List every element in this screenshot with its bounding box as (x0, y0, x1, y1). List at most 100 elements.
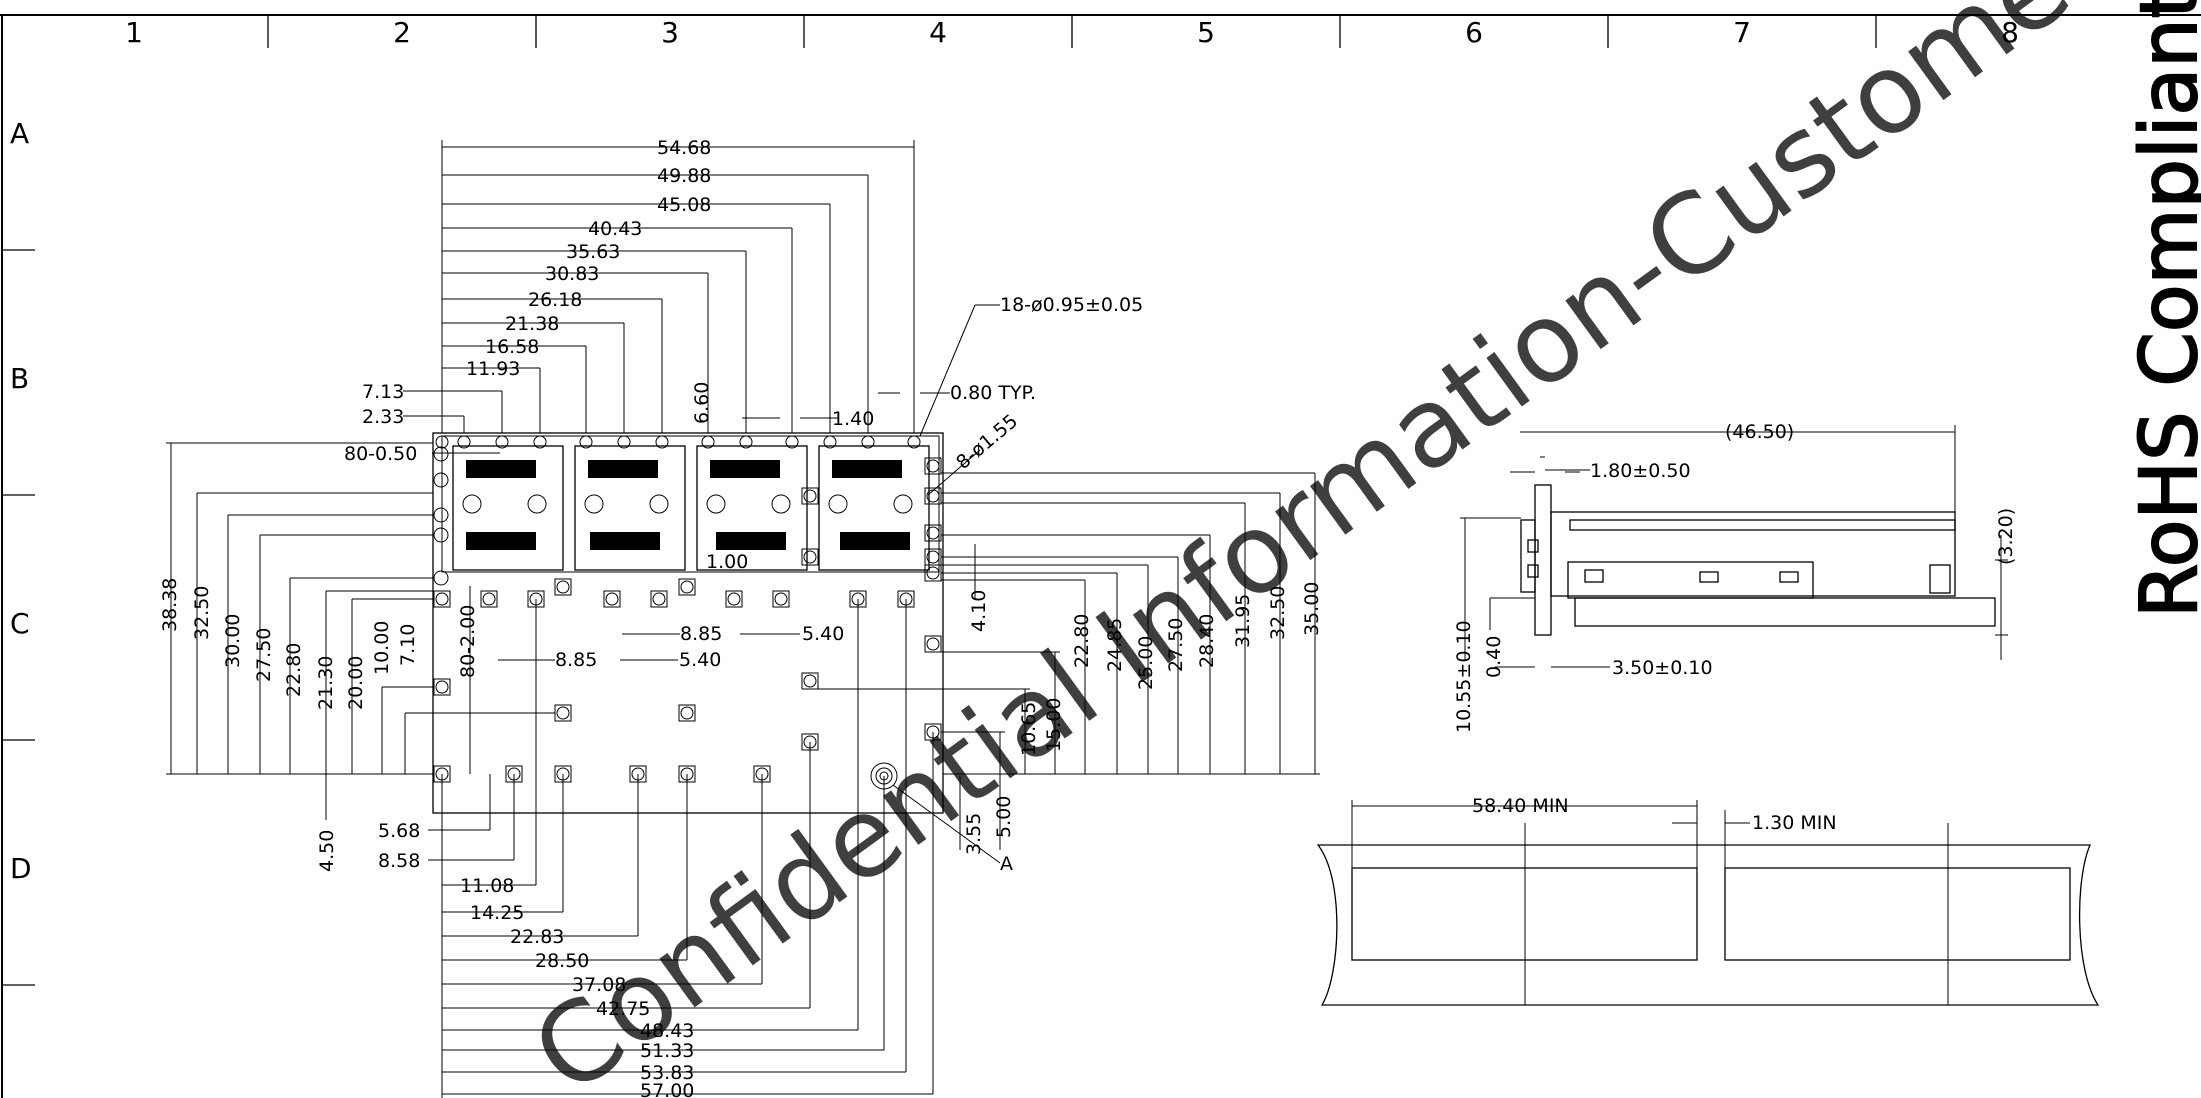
dim-27-50: 27.50 (253, 628, 275, 682)
zone-col-4: 4 (929, 16, 947, 49)
dim-11-93: 11.93 (466, 358, 520, 380)
bottom-dimension-lines (428, 599, 934, 1098)
middle-dimension-labels: 8.85 5.40 8.85 5.40 (555, 623, 844, 671)
dim-22-83: 22.83 (510, 926, 564, 948)
dim-27-50-r: 27.50 (1165, 618, 1187, 672)
dim-57-00: 57.00 (640, 1080, 694, 1098)
dim-32-50: 32.50 (191, 586, 213, 640)
top-dimension-labels: 54.68 49.88 45.08 40.43 35.63 30.83 26.1… (344, 137, 1143, 573)
dim-38-38: 38.38 (159, 578, 181, 632)
hole-callout: 18-ø0.95±0.05 (1000, 294, 1143, 316)
contact-blocks (466, 460, 910, 550)
dim-11-08: 11.08 (460, 875, 514, 897)
dim-80-0-50: 80-0.50 (344, 443, 417, 465)
side-tail: 3.50±0.10 (1612, 657, 1713, 679)
dim-8-85-b: 8.85 (555, 649, 597, 671)
dim-5-00: 5.00 (993, 796, 1015, 838)
dim-10-00: 10.00 (371, 621, 393, 675)
hole-callout-2: 8-ø1.55 (952, 410, 1022, 474)
right-dimension-lines (818, 472, 1320, 864)
zone-row-c: C (10, 607, 30, 640)
zone-col-8: 8 (2001, 16, 2019, 49)
dim-5-68: 5.68 (378, 820, 420, 842)
dim-28-50: 28.50 (535, 950, 589, 972)
datum-label: A (1000, 853, 1013, 875)
zone-col-5: 5 (1197, 16, 1215, 49)
dim-21-38: 21.38 (505, 313, 559, 335)
dim-26-18: 26.18 (528, 289, 582, 311)
dim-1-40: 1.40 (832, 408, 874, 430)
dim-31-95: 31.95 (1232, 594, 1254, 648)
panel-min-gap: 1.30 MIN (1752, 812, 1837, 834)
hole-markers (433, 435, 942, 790)
dim-4-10: 4.10 (968, 590, 990, 632)
dim-32-50-r: 32.50 (1267, 586, 1289, 640)
panel-cutout-view (1316, 800, 2100, 1006)
dim-8-85-a: 8.85 (680, 623, 722, 645)
dim-25-00: 25.00 (1135, 636, 1157, 690)
dim-22-80: 22.80 (283, 643, 305, 697)
panel-min-width: 58.40 MIN (1472, 795, 1569, 817)
dim-16-58: 16.58 (485, 336, 539, 358)
dim-1-00: 1.00 (706, 551, 748, 573)
dim-37-08: 37.08 (572, 974, 626, 996)
dim-7-10: 7.10 (397, 624, 419, 666)
dim-5-40-a: 5.40 (802, 623, 844, 645)
drawing-frame (0, 14, 2201, 1098)
bottom-dimension-labels: 5.68 8.58 11.08 14.25 22.83 28.50 37.08 … (378, 820, 694, 1098)
dim-3-55: 3.55 (963, 813, 985, 855)
right-dimension-labels: 4.10 22.80 24.85 25.00 27.50 28.40 31.95… (963, 582, 1323, 875)
zone-col-3: 3 (661, 16, 679, 49)
dim-2-33: 2.33 (362, 406, 404, 428)
side-view-labels: (46.50) 1.80±0.50 (3.20) 10.55±0.10 0.40… (1453, 421, 2017, 733)
dim-5-40-b: 5.40 (679, 649, 721, 671)
zone-col-7: 7 (1733, 16, 1751, 49)
side-height-ref: (3.20) (1995, 508, 2017, 565)
dim-6-60: 6.60 (691, 382, 713, 424)
dim-45-08: 45.08 (657, 194, 711, 216)
zone-row-d: D (10, 852, 32, 885)
zone-row-labels: A B C D (10, 117, 32, 885)
zone-col-2: 2 (393, 16, 411, 49)
top-dimension-lines (403, 140, 1000, 496)
dim-20-00: 20.00 (345, 656, 367, 710)
dim-54-68: 54.68 (657, 137, 711, 159)
side-width: (46.50) (1725, 421, 1794, 443)
side-standoff: 0.40 (1483, 636, 1505, 678)
dim-30-00: 30.00 (222, 614, 244, 668)
dim-10-65: 10.65 (1018, 702, 1040, 756)
dim-80-2-00: 80-2.00 (457, 605, 479, 678)
side-thickness: 1.80±0.50 (1590, 460, 1691, 482)
zone-row-a: A (10, 117, 29, 150)
middle-dimension-lines (498, 633, 800, 661)
dim-28-40: 28.40 (1196, 614, 1218, 668)
dim-48-43: 48.43 (640, 1020, 694, 1042)
zone-row-b: B (10, 362, 29, 395)
zone-col-1: 1 (125, 16, 143, 49)
dim-15-00: 15.00 (1043, 698, 1065, 752)
dim-4-50: 4.50 (316, 830, 338, 872)
dim-21-30: 21.30 (315, 656, 337, 710)
dim-8-58: 8.58 (378, 850, 420, 872)
rohs-label: RoHS Compliant (2125, 0, 2201, 618)
dim-35-63: 35.63 (566, 241, 620, 263)
dim-40-43: 40.43 (588, 218, 642, 240)
dim-51-33: 51.33 (640, 1040, 694, 1062)
zone-col-6: 6 (1465, 16, 1483, 49)
left-dimension-lines (166, 442, 555, 820)
left-dimension-labels: 38.38 32.50 30.00 27.50 22.80 21.30 20.0… (159, 578, 479, 872)
dim-14-25: 14.25 (470, 902, 524, 924)
side-view (1460, 425, 2008, 668)
dim-49-88: 49.88 (657, 165, 711, 187)
panel-cutout-labels: 58.40 MIN 1.30 MIN (1472, 795, 1837, 834)
footprint-view: 54.68 49.88 45.08 40.43 35.63 30.83 26.1… (159, 137, 1323, 1098)
dim-35-00: 35.00 (1301, 582, 1323, 636)
dim-24-85: 24.85 (1104, 618, 1126, 672)
dim-30-83: 30.83 (545, 263, 599, 285)
typ-note: 0.80 TYP. (950, 382, 1036, 404)
side-height: 10.55±0.10 (1453, 620, 1475, 733)
zone-column-labels: 1 2 3 4 5 6 7 8 (125, 16, 2019, 49)
dim-7-13: 7.13 (362, 381, 404, 403)
dim-53-83: 53.83 (640, 1062, 694, 1084)
